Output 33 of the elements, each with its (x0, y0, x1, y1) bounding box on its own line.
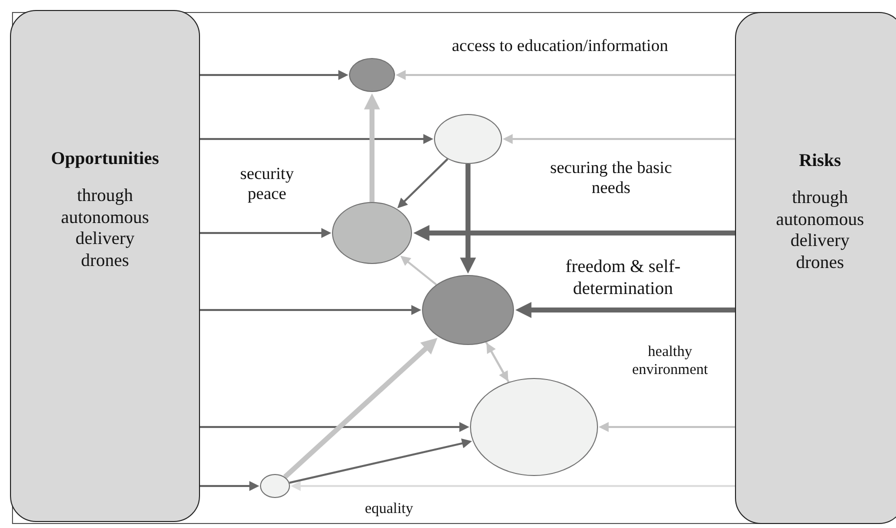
arrow (598, 422, 735, 432)
side-panel (735, 12, 896, 524)
arrow (460, 164, 476, 274)
arrow (400, 256, 437, 286)
circle-node (349, 58, 395, 92)
arrow (502, 134, 735, 144)
panel-text: through autonomous delivery drones (775, 187, 865, 274)
arrow (413, 225, 735, 241)
circle-node (260, 474, 290, 498)
node-label: security peace (239, 164, 295, 205)
arrow (200, 70, 348, 80)
arrow (200, 481, 260, 491)
panel-heading: Opportunities (50, 148, 160, 169)
arrow (397, 158, 448, 208)
panel-heading: Risks (798, 150, 842, 171)
node-label: securing the basic needs (549, 158, 673, 199)
arrow (200, 134, 434, 144)
arrow (289, 438, 472, 484)
arrow (515, 302, 735, 318)
node-label: equality (364, 500, 414, 518)
arrow (200, 422, 470, 432)
node-label: healthy environment (631, 343, 709, 379)
arrow (396, 70, 735, 80)
side-panel (10, 10, 200, 522)
node-label: access to education/information (450, 36, 670, 56)
circle-node (332, 202, 412, 264)
arrow (364, 93, 380, 202)
arrow (200, 305, 422, 315)
node-label: freedom & self-determination (564, 256, 682, 300)
arrow (290, 481, 735, 491)
arrow (200, 228, 332, 238)
panel-text: through autonomous delivery drones (60, 185, 150, 272)
arrow (283, 338, 438, 479)
